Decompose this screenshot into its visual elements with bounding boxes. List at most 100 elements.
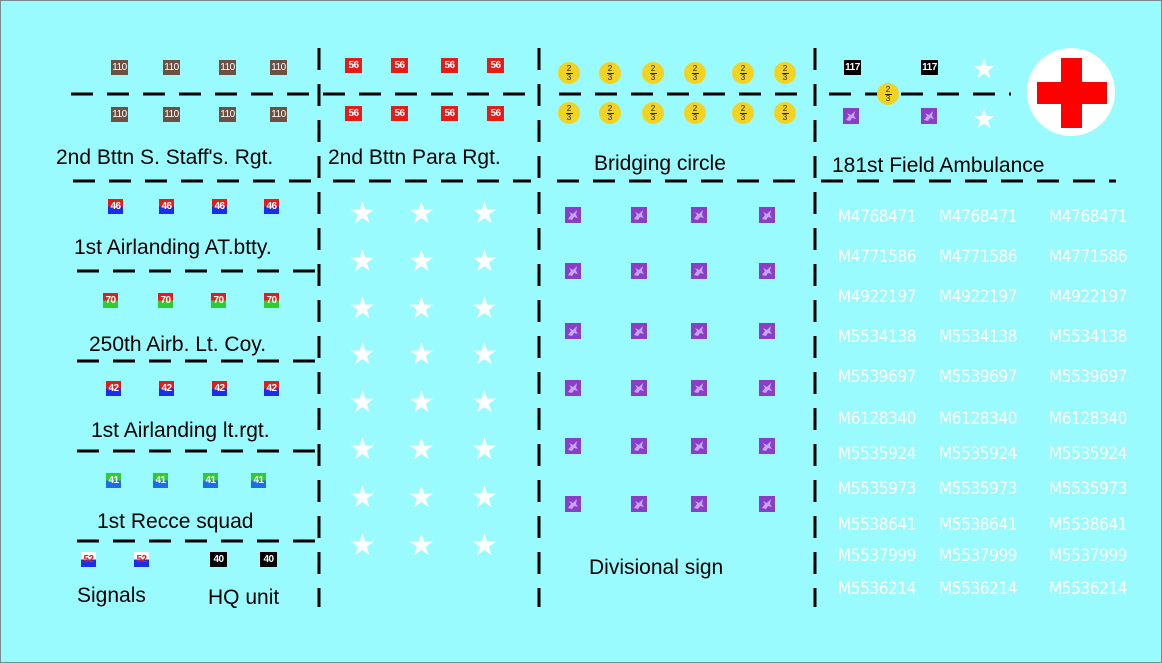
white-star-icon: ★ [349,197,376,230]
vehicle-serial-number: M5539697 [1049,367,1128,387]
recce-badge: 41 [153,473,168,488]
pegasus-icon [631,496,647,512]
staff-badge: 110 [163,107,180,122]
vehicle-serial-number: M5536214 [939,579,1018,599]
white-star-icon: ★ [408,433,435,466]
hq-badge: 40 [260,552,277,567]
label-hq-unit: HQ unit [208,586,280,609]
light-company-badge: 70 [103,293,118,308]
vehicle-serial-number: M4922197 [939,287,1018,307]
staff-badge: 110 [219,107,236,122]
para-badge: 56 [391,106,408,121]
white-star-icon: ★ [349,529,376,562]
white-star-icon: ★ [349,386,376,419]
staff-badge: 110 [111,60,128,75]
para-badge: 56 [441,58,458,73]
vehicle-serial-number: M4771586 [939,247,1018,267]
label-bridging-circle: Bridging circle [594,152,726,175]
label-signals: Signals [77,584,146,607]
pegasus-icon [843,108,859,124]
label-at-battery: 1st Airlanding AT.btty. [74,236,272,259]
vehicle-serial-number: M5539697 [939,367,1018,387]
vehicle-serial-number: M6128340 [939,409,1018,429]
vehicle-serial-number: M4768471 [939,207,1018,227]
staff-badge: 110 [270,107,287,122]
vehicle-serial-number: M5535973 [939,479,1018,499]
white-star-icon: ★ [349,245,376,278]
white-star-icon: ★ [408,481,435,514]
para-badge: 56 [487,106,504,121]
pegasus-icon [759,263,775,279]
white-star-icon: ★ [471,197,498,230]
pegasus-icon [565,263,581,279]
pegasus-icon [565,496,581,512]
label-light-company: 250th Airb. Lt. Coy. [89,333,267,356]
hq-badge: 40 [210,552,227,567]
vehicle-serial-number: M5538641 [939,515,1018,535]
label-divisional-sign: Divisional sign [589,556,724,579]
white-star-icon: ★ [972,54,997,84]
vehicle-serial-number: M4922197 [1049,287,1128,307]
ambulance-badge: 117 [921,60,938,75]
white-star-icon: ★ [408,197,435,230]
vehicle-serial-number: M4768471 [1049,207,1128,227]
white-star-icon: ★ [349,433,376,466]
light-company-badge: 70 [211,293,226,308]
white-star-icon: ★ [349,292,376,325]
white-star-icon: ★ [408,292,435,325]
vehicle-serial-number: M5535924 [939,444,1018,464]
pegasus-icon [631,380,647,396]
staff-badge: 110 [219,60,236,75]
white-star-icon: ★ [408,245,435,278]
white-star-icon: ★ [408,386,435,419]
vehicle-serial-number: M5537999 [838,546,917,566]
vehicle-serial-number: M6128340 [1049,409,1128,429]
label-para-regiment: 2nd Bttn Para Rgt. [328,146,501,169]
vehicle-serial-number: M4768471 [838,207,917,227]
white-star-icon: ★ [471,386,498,419]
para-badge: 56 [345,106,362,121]
light-company-badge: 70 [158,293,173,308]
white-star-icon: ★ [349,481,376,514]
vehicle-serial-number: M6128340 [838,409,917,429]
pegasus-icon [759,207,775,223]
vehicle-serial-number: M5535973 [1049,479,1128,499]
white-star-icon: ★ [408,529,435,562]
light-regiment-badge: 42 [264,381,279,396]
vehicle-serial-number: M5534138 [838,327,917,347]
white-star-icon: ★ [972,104,997,134]
pegasus-icon [565,380,581,396]
para-badge: 56 [391,58,408,73]
label-recce-squad: 1st Recce squad [97,510,254,533]
white-star-icon: ★ [471,529,498,562]
pegasus-icon [691,380,707,396]
pegasus-icon [691,323,707,339]
staff-badge: 110 [270,60,287,75]
pegasus-icon [565,323,581,339]
white-star-icon: ★ [471,481,498,514]
vehicle-serial-number: M5538641 [1049,515,1128,535]
vehicle-serial-number: M4771586 [1049,247,1128,267]
white-star-icon: ★ [349,338,376,371]
at-battery-badge: 46 [212,199,227,214]
vehicle-serial-number: M5534138 [1049,327,1128,347]
pegasus-icon [759,438,775,454]
pegasus-icon [691,263,707,279]
recce-badge: 41 [106,473,121,488]
signals-badge: 52 [134,552,149,567]
vehicle-serial-number: M5535973 [838,479,917,499]
vehicle-serial-number: M5536214 [1049,579,1128,599]
pegasus-icon [691,438,707,454]
signals-badge: 52 [81,552,96,567]
